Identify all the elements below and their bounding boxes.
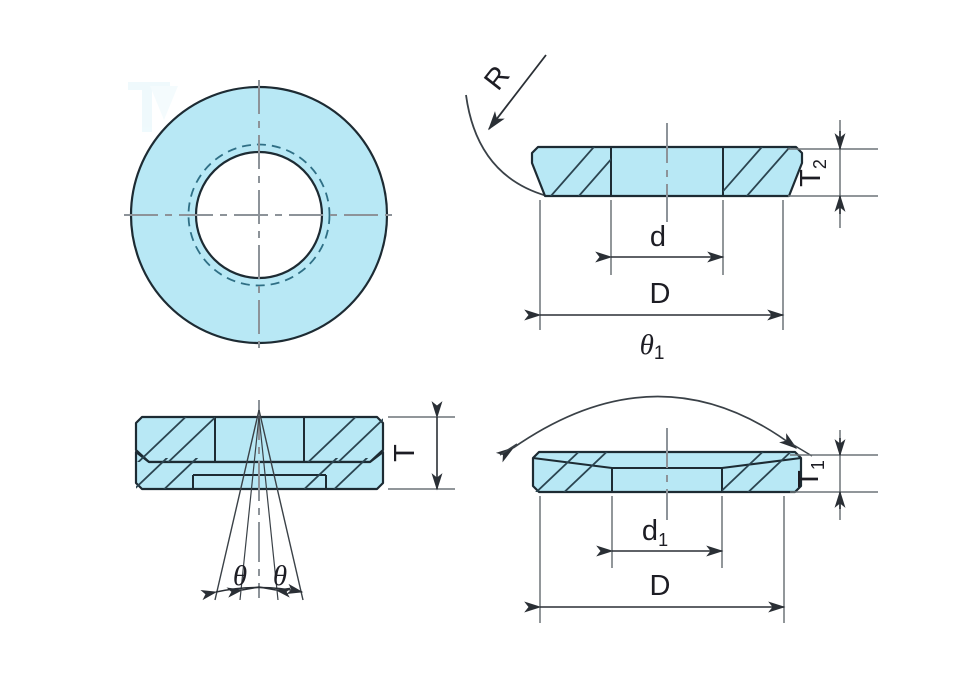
theta1-arc-tail-right [791, 443, 813, 457]
theta-arc-inner-left [226, 586, 260, 598]
dimension-label-T: T [389, 444, 421, 462]
angle-inner-line-right [258, 415, 279, 601]
assembly-hatch-lower-right [304, 458, 383, 489]
dimension-d1: d1 [596, 515, 724, 557]
conical-hatch-left [533, 452, 612, 492]
dimension-T1: T1 [790, 430, 878, 520]
dimension-D-bottom: D [524, 570, 786, 613]
spherical-washer-section: R [465, 54, 878, 330]
watermark-glyph [128, 82, 178, 132]
dimension-label-D-bottom: D [650, 570, 671, 602]
theta1-arc [495, 395, 798, 463]
theta-label-left: θ [233, 560, 247, 592]
assembly-hatch-upper-right [304, 417, 383, 462]
dimension-D-top: D [524, 278, 785, 321]
radius-arc [465, 94, 548, 197]
theta-arc-inner-right [258, 586, 292, 598]
radius-leader-line [488, 54, 547, 131]
dimension-label-d1: d1 [642, 515, 668, 550]
angle-cone-line-left [214, 409, 260, 601]
assembly-hatch-upper-left [136, 417, 215, 462]
dimension-T: T [388, 401, 455, 491]
angle-cone-lines [214, 409, 304, 601]
conical-washer-section: θ1 [495, 329, 878, 623]
dimension-label-D-top: D [650, 278, 671, 310]
radius-callout: R [465, 54, 548, 197]
angle-cone-line-right [258, 409, 304, 601]
radius-label: R [478, 60, 516, 96]
assembly-hatch-lower-left [136, 458, 215, 489]
dimension-label-T2: T2 [795, 159, 830, 187]
dimension-d: d [595, 221, 725, 263]
conical-hatch-right [722, 452, 801, 492]
assembly-section: θ θ T [134, 400, 455, 601]
dimension-T2: T2 [788, 120, 878, 228]
dimension-theta: θ θ [200, 560, 304, 601]
theta1-arc-tail-left [499, 443, 518, 456]
dimension-theta1: θ1 [495, 329, 813, 463]
plan-view [124, 80, 394, 350]
spherical-hatch-right [723, 147, 797, 196]
dimension-label-T1: T1 [793, 460, 828, 488]
angle-inner-line-left [239, 415, 260, 601]
dimension-label-d: d [650, 221, 666, 253]
plan-view-annulus-fill [130, 87, 387, 343]
spherical-hatch-left [542, 147, 611, 196]
theta1-label: θ1 [640, 329, 665, 364]
theta-label-right: θ [273, 560, 287, 592]
